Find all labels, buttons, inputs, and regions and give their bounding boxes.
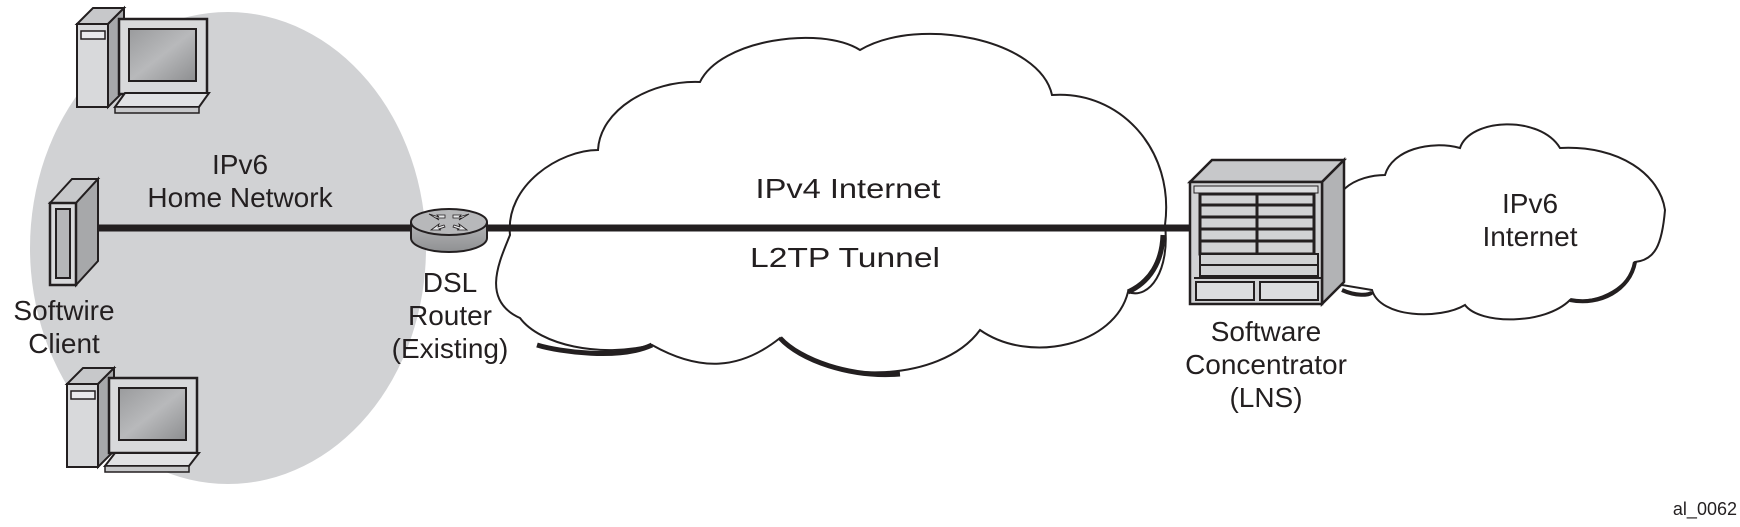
l2tp-tunnel-label: L2TP Tunnel	[750, 242, 940, 273]
home-network-label-line1: IPv6	[212, 149, 268, 180]
concentrator-label-line3: (LNS)	[1229, 382, 1302, 413]
ipv6-internet-cloud	[1318, 123, 1667, 321]
dsl-router-label-line2: Router	[408, 300, 492, 331]
chassis-router-icon	[1186, 156, 1348, 308]
home-network-area	[30, 12, 426, 484]
concentrator-label-line2: Concentrator	[1185, 349, 1347, 380]
desktop-computer-icon	[74, 5, 211, 114]
softwire-client-label-line2: Client	[28, 328, 100, 359]
ipv6-internet-label-line2: Internet	[1483, 221, 1578, 252]
dsl-router-label-line3: (Existing)	[392, 333, 509, 364]
home-network-label-line2: Home Network	[147, 182, 333, 213]
ipv4-internet-label: IPv4 Internet	[756, 173, 941, 204]
softwire-client-label-line1: Softwire	[13, 295, 114, 326]
concentrator-label-line1: Software	[1211, 316, 1322, 347]
router-icon	[410, 208, 488, 253]
ipv4-internet-cloud	[495, 32, 1168, 378]
ipv6-internet-label-line1: IPv6	[1502, 188, 1558, 219]
figure-id: al_0062	[1673, 499, 1737, 520]
dsl-router-label-line1: DSL	[423, 267, 477, 298]
tower-server-icon	[47, 176, 101, 288]
desktop-computer-icon	[64, 365, 202, 473]
